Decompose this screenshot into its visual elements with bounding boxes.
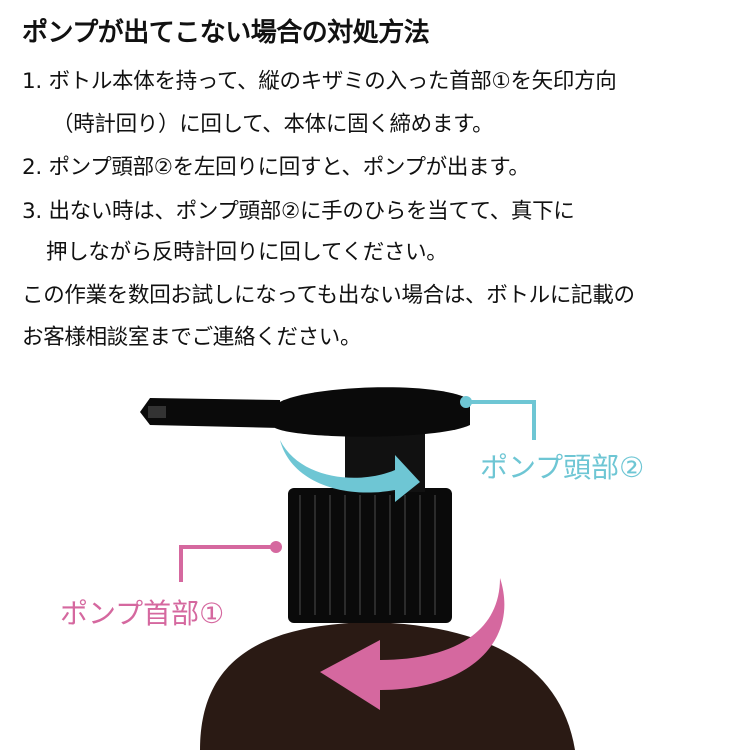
pump-neck-collar xyxy=(288,488,452,623)
pump-head-label: ポンプ頭部② xyxy=(480,451,645,484)
note-line-1: この作業を数回お試しになっても出ない場合は、ボトルに記載の xyxy=(22,283,635,308)
pump-nozzle xyxy=(140,398,280,428)
page-title: ポンプが出てこない場合の対処方法 xyxy=(22,18,430,48)
pump-neck-rotate-arrow xyxy=(320,578,505,710)
step-3-line-1: 3. 出ない時は、ポンプ頭部②に手のひらを当てて、真下に xyxy=(22,199,575,224)
pump-neck-label: ポンプ首部① xyxy=(60,597,225,630)
note-line-2: お客様相談室までご連絡ください。 xyxy=(22,325,362,350)
pump-head-rotate-arrow xyxy=(280,440,420,502)
step-2: 2. ポンプ頭部②を左回りに回すと、ポンプが出ます。 xyxy=(22,155,530,180)
pump-head xyxy=(275,387,470,437)
step-1-line-2: （時計回り）に回して、本体に固く締めます。 xyxy=(52,112,494,137)
step-1-line-1: 1. ボトル本体を持って、縦のキザミの入った首部①を矢印方向 xyxy=(22,69,617,94)
step-3-line-2: 押しながら反時計回りに回してください。 xyxy=(46,240,448,265)
